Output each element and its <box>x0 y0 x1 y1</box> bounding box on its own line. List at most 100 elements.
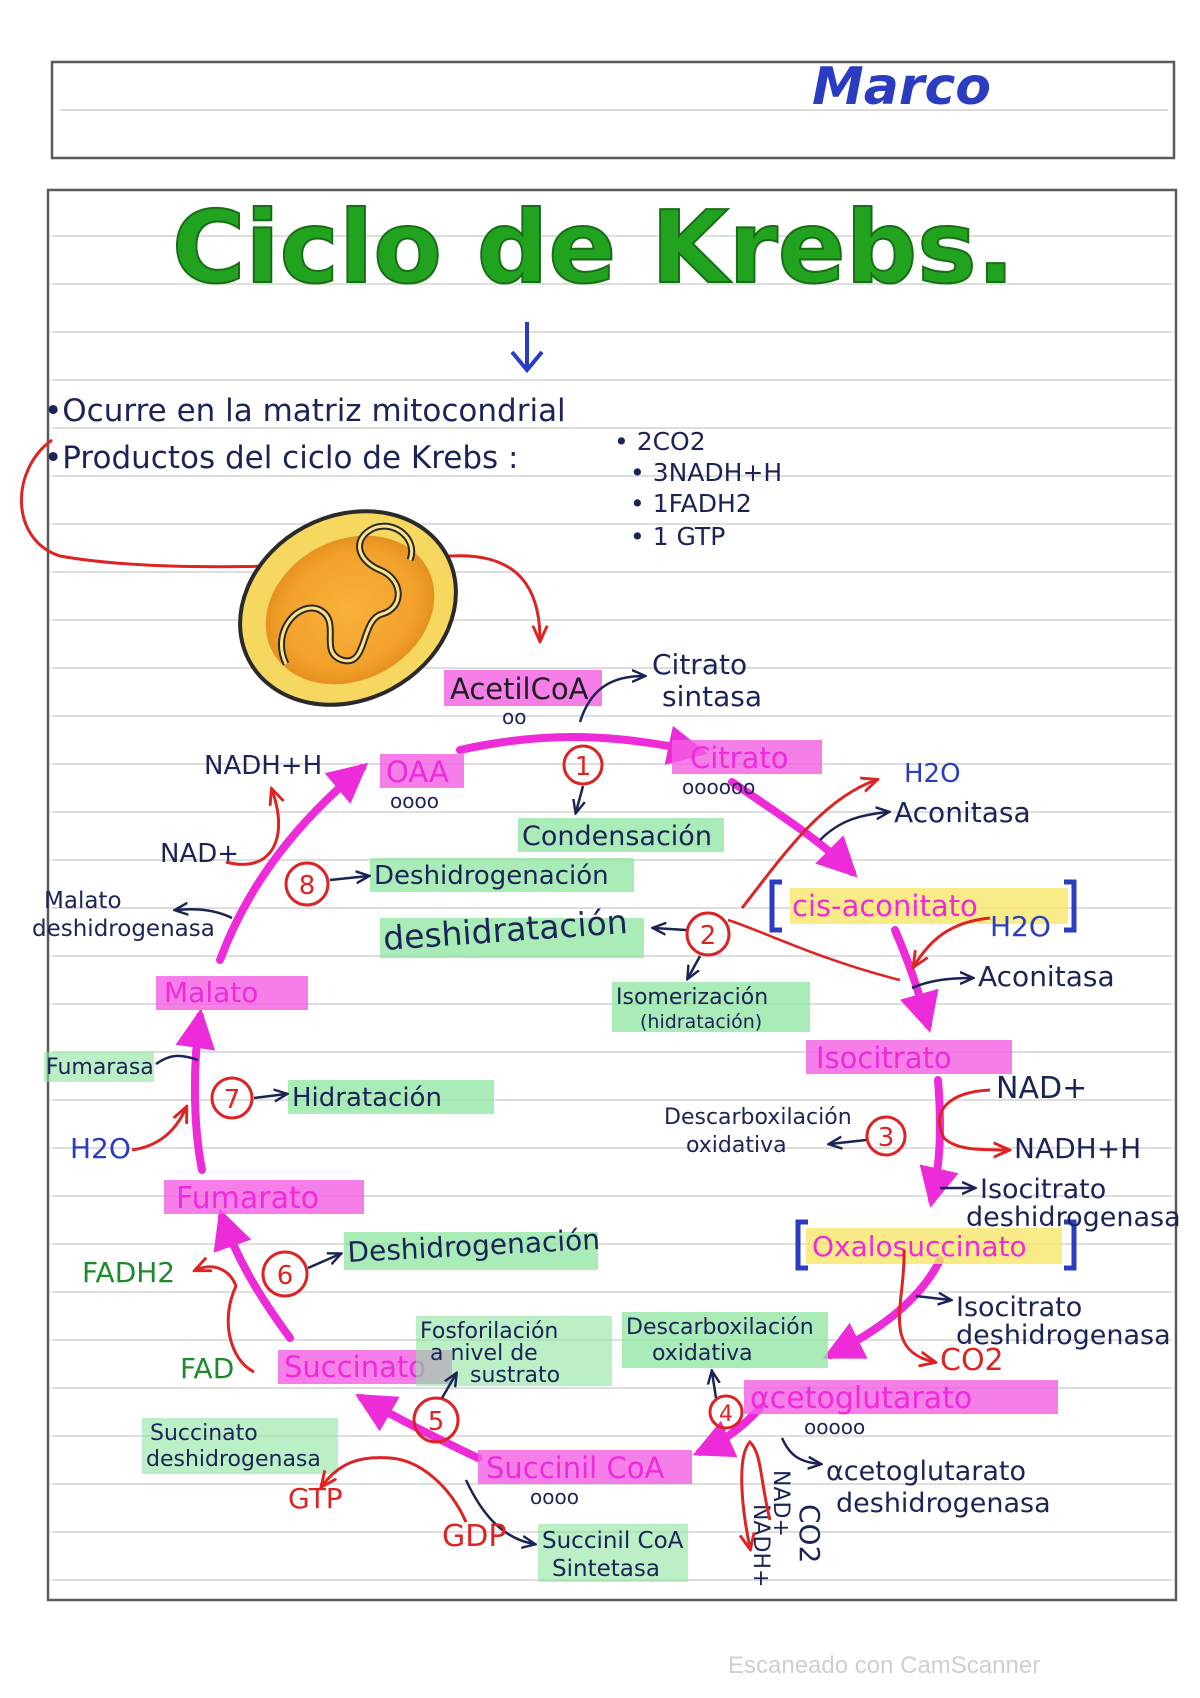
step-3-number: 3 <box>878 1123 895 1153</box>
condensacion-highlight <box>518 818 724 852</box>
title-down-arrow <box>510 322 544 374</box>
step-7-number: 7 <box>224 1085 241 1115</box>
citrato-highlight <box>672 740 822 774</box>
akg-highlight <box>744 1380 1058 1414</box>
step-2-connector <box>727 918 901 982</box>
step-3-badge <box>865 1115 907 1157</box>
oaa-highlight <box>380 754 464 788</box>
step-8-number: 8 <box>299 871 316 901</box>
step-8-pointer <box>329 876 368 880</box>
fumarasa-highlight <box>44 1052 154 1082</box>
metabolite-succinato: Succinato <box>284 1350 426 1384</box>
metabolite-succinil-coa: Succinil CoA <box>486 1451 664 1485</box>
step-1-process: Condensación <box>522 821 712 852</box>
cis-aconitato-box <box>769 879 1077 933</box>
citrato-carbons: oooooo <box>682 775 755 799</box>
metabolite-cis-aconitato: cis-aconitato <box>792 889 978 923</box>
enzyme-aconitasa-2: Aconitasa <box>978 960 1115 993</box>
step-6-pointer <box>307 1254 340 1270</box>
cofactor-co2-3: CO2 <box>940 1343 1004 1378</box>
step-1-badge <box>562 744 604 786</box>
step-2-pointer <box>654 928 687 930</box>
step-2-isomerizacion-pointer <box>688 955 702 978</box>
isocitrato-highlight <box>806 1040 1012 1074</box>
step-8-badge <box>284 861 330 907</box>
isomerizacion-highlight <box>612 982 810 1032</box>
cofactor-nad-8: NAD+ <box>160 839 239 869</box>
cofactor-gdp: GDP <box>442 1519 506 1554</box>
step-6-badge <box>261 1250 309 1298</box>
fad-fadh2-arrow <box>196 1267 255 1374</box>
step-7-pointer <box>253 1094 286 1098</box>
cofactor-h2o-2: H2O <box>990 910 1051 943</box>
step-2-badge <box>685 911 731 957</box>
step-4-number: 4 <box>719 1402 733 1427</box>
step-1-number: 1 <box>575 752 592 782</box>
cofactor-nad-4: NAD+ <box>768 1470 793 1537</box>
metabolite-acetil-coa: AcetilCoA <box>450 672 589 706</box>
ruled-page <box>46 188 1178 1602</box>
succinil-coa-sintetasa-pointer <box>464 1479 534 1544</box>
step-6-number: 6 <box>277 1261 294 1291</box>
malato-highlight <box>156 976 308 1010</box>
step-4-highlight <box>622 1312 828 1368</box>
note-location: •Ocurre en la matriz mitocondrial <box>44 393 566 429</box>
step-5-number: 5 <box>428 1407 445 1437</box>
product-item: • 3NADH+H <box>630 458 782 487</box>
note-products-label: •Productos del ciclo de Krebs : <box>44 440 519 476</box>
nad-3-arrow <box>938 1088 1008 1150</box>
enzyme-aconitasa-1: Aconitasa <box>894 796 1031 829</box>
nad-4-arrow <box>742 1439 772 1548</box>
step-2-number: 2 <box>700 921 717 951</box>
cycle-path <box>175 725 959 1462</box>
gdp-gtp-arrow <box>322 1456 468 1523</box>
cofactor-co2-4: CO2 <box>793 1504 826 1563</box>
metabolite-alfa-cetoglutarato: αcetoglutarato <box>750 1381 972 1416</box>
step-5-pointer <box>440 1374 456 1399</box>
succinil-coa-carbons: oooo <box>530 1485 579 1509</box>
author-name: Marco <box>812 57 991 117</box>
step-4-pointer <box>712 1372 716 1399</box>
metabolite-isocitrato: Isocitrato <box>816 1041 952 1075</box>
step-2-secondary: Isomerización <box>616 985 768 1010</box>
camscanner-watermark: Escaneado con CamScanner <box>728 1652 1041 1679</box>
step-7-badge <box>210 1076 254 1120</box>
aconitasa-1-pointer <box>819 812 888 841</box>
acetil-coa-highlight <box>444 670 602 706</box>
step-2-secondary-note: (hidratación) <box>640 1011 762 1033</box>
product-item: • 2CO2 <box>614 427 706 456</box>
nad-8-arrow <box>225 790 279 866</box>
cofactor-gtp: GTP <box>288 1482 343 1515</box>
step-6-highlight <box>344 1232 598 1270</box>
metabolite-oaa: OAA <box>386 755 449 789</box>
cofactor-fad: FAD <box>180 1352 234 1385</box>
cofactor-nadh-3: NADH+H <box>1014 1132 1141 1165</box>
step-8-process: Deshidrogenación <box>374 861 609 891</box>
akg-dh-pointer <box>780 1437 820 1464</box>
fumarasa-pointer <box>155 1054 199 1066</box>
name-box <box>50 60 1176 160</box>
succinil-coa-highlight <box>478 1450 692 1484</box>
step-7-highlight <box>288 1080 494 1114</box>
succinil-coa-sintetasa-highlight <box>538 1524 688 1582</box>
deshidratacion-highlight <box>380 918 644 958</box>
h2o-1-arrow <box>740 780 876 909</box>
product-item: • 1 GTP <box>630 522 725 551</box>
step-7-process: Hidratación <box>292 1083 442 1113</box>
step-8-highlight <box>370 858 634 892</box>
cofactor-nad-3: NAD+ <box>996 1071 1087 1106</box>
cofactor-h2o-1: H2O <box>904 759 961 789</box>
h2o-2-arrow <box>914 916 991 966</box>
akg-carbons: ooooo <box>804 1415 865 1439</box>
cofactor-nadh-8: NADH+H <box>204 751 322 781</box>
metabolite-fumarato: Fumarato <box>176 1181 319 1216</box>
